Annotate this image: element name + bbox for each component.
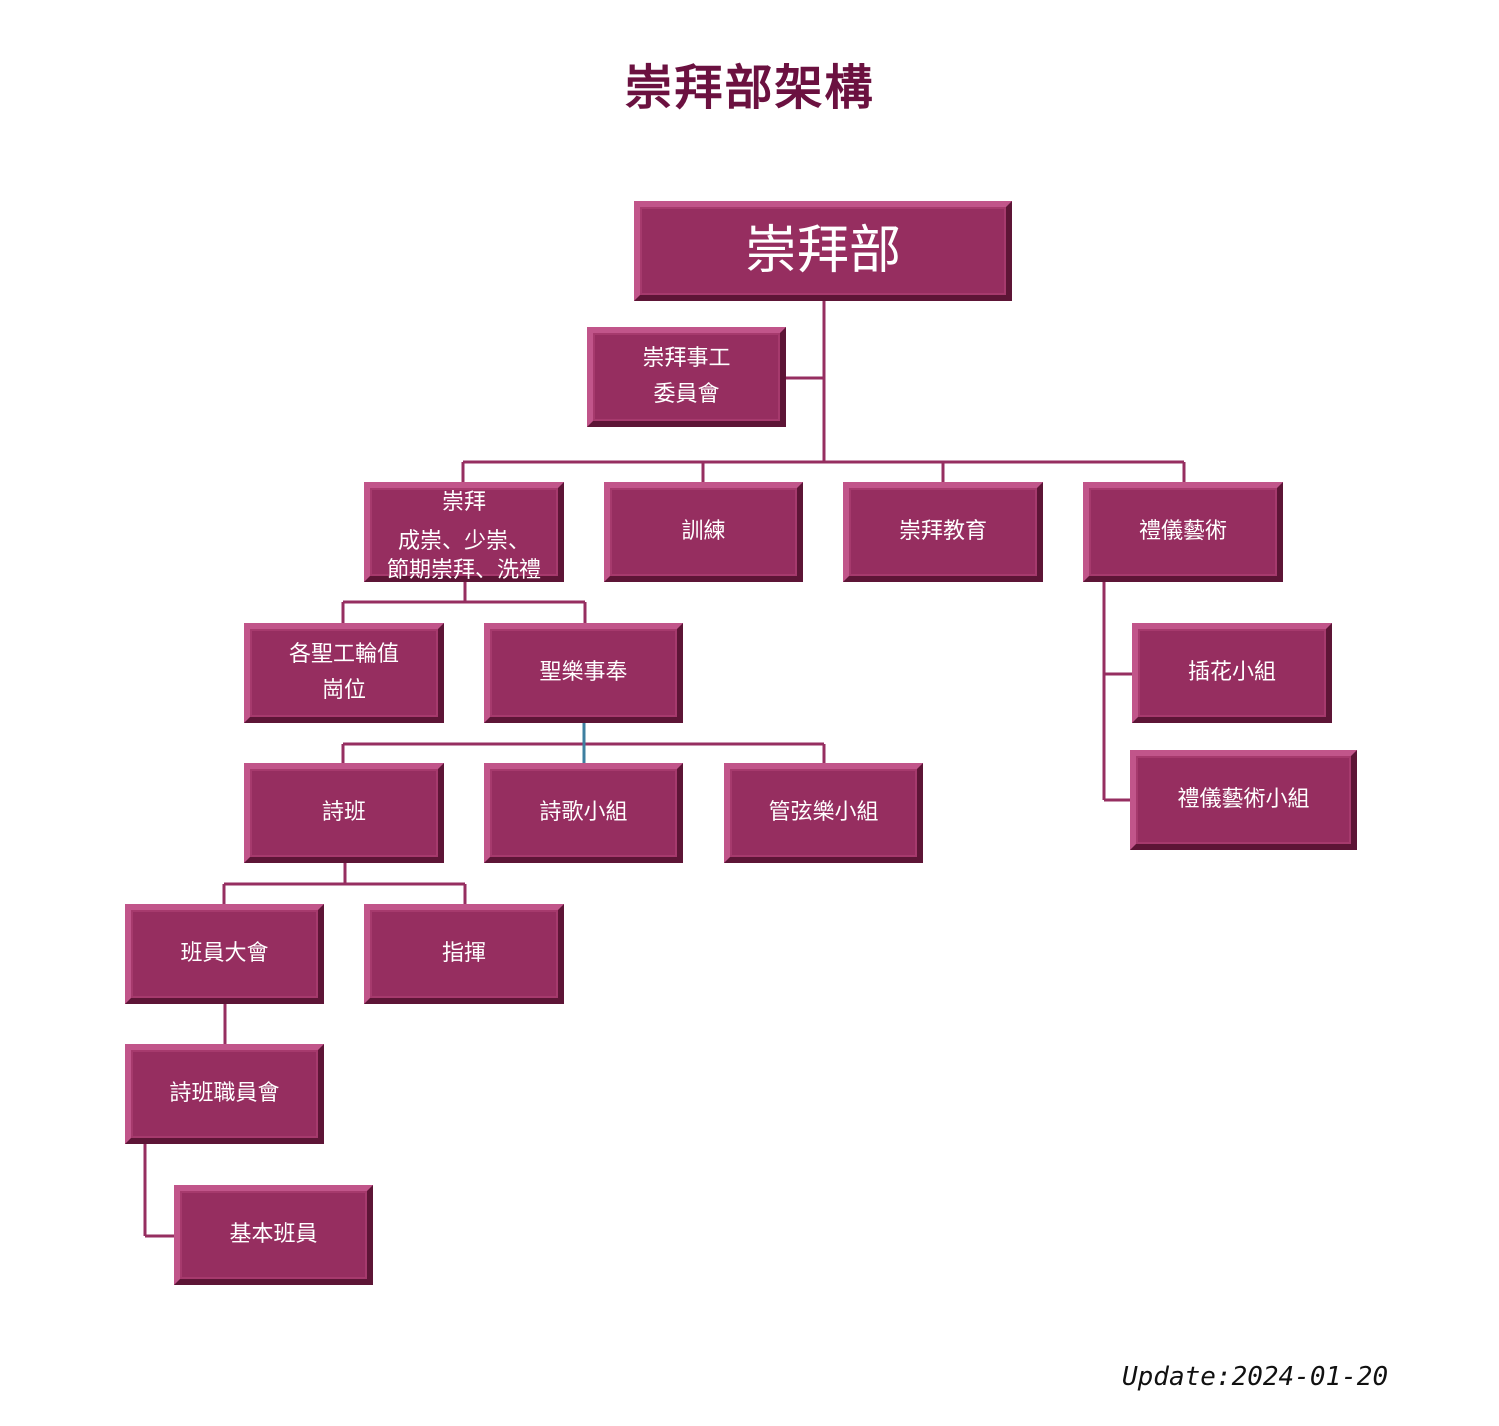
node-choir: 詩班 — [244, 763, 444, 863]
update-date: Update:2024-01-20 — [1122, 1362, 1389, 1392]
node-liturgical-arts: 禮儀藝術 — [1083, 482, 1283, 582]
node-label: 基本班員 — [229, 1222, 318, 1247]
node-label: 崇拜部 — [744, 221, 901, 281]
node-label-line-2: 成崇、少崇、 — [397, 529, 530, 554]
node-worship-education: 崇拜教育 — [843, 482, 1043, 582]
node-label-line-2: 委員會 — [653, 382, 720, 407]
node-duty-roster: 各聖工輪值 崗位 — [244, 623, 444, 723]
node-label: 詩歌小組 — [539, 800, 628, 825]
node-label: 詩班職員會 — [169, 1081, 280, 1106]
node-label-line-3: 節期崇拜、洗禮 — [386, 558, 541, 583]
node-conductor: 指揮 — [364, 904, 564, 1004]
node-worship: 崇拜 成崇、少崇、 節期崇拜、洗禮 — [364, 482, 564, 583]
node-liturgical-arts-group: 禮儀藝術小組 — [1130, 750, 1357, 850]
node-flower-group: 插花小組 — [1132, 623, 1332, 723]
node-label: 禮儀藝術小組 — [1177, 787, 1310, 812]
node-label: 指揮 — [441, 941, 486, 966]
node-label-line-1: 各聖工輪值 — [288, 642, 399, 667]
node-label: 管弦樂小組 — [768, 800, 879, 825]
node-label: 班員大會 — [180, 941, 269, 966]
node-choir-officers: 詩班職員會 — [125, 1044, 324, 1144]
node-label-line-1: 崇拜 — [441, 490, 486, 515]
node-label: 聖樂事奉 — [539, 660, 628, 685]
node-training: 訓練 — [604, 482, 803, 582]
node-choir-assembly: 班員大會 — [125, 904, 324, 1004]
node-label: 詩班 — [321, 800, 366, 825]
node-label-line-2: 崗位 — [321, 678, 366, 703]
node-label: 禮儀藝術 — [1138, 519, 1227, 544]
node-worship-ministry-committee: 崇拜事工 委員會 — [587, 327, 786, 427]
node-music-ministry: 聖樂事奉 — [484, 623, 683, 723]
node-worship-department: 崇拜部 — [634, 201, 1012, 301]
node-label: 插花小組 — [1187, 660, 1276, 685]
node-label: 訓練 — [681, 519, 726, 544]
node-label-line-1: 崇拜事工 — [642, 346, 731, 371]
node-basic-members: 基本班員 — [174, 1185, 373, 1285]
node-orchestra: 管弦樂小組 — [724, 763, 923, 863]
page-title: 崇拜部架構 — [624, 60, 875, 116]
node-worship-band: 詩歌小組 — [484, 763, 683, 863]
node-label: 崇拜教育 — [898, 519, 987, 544]
